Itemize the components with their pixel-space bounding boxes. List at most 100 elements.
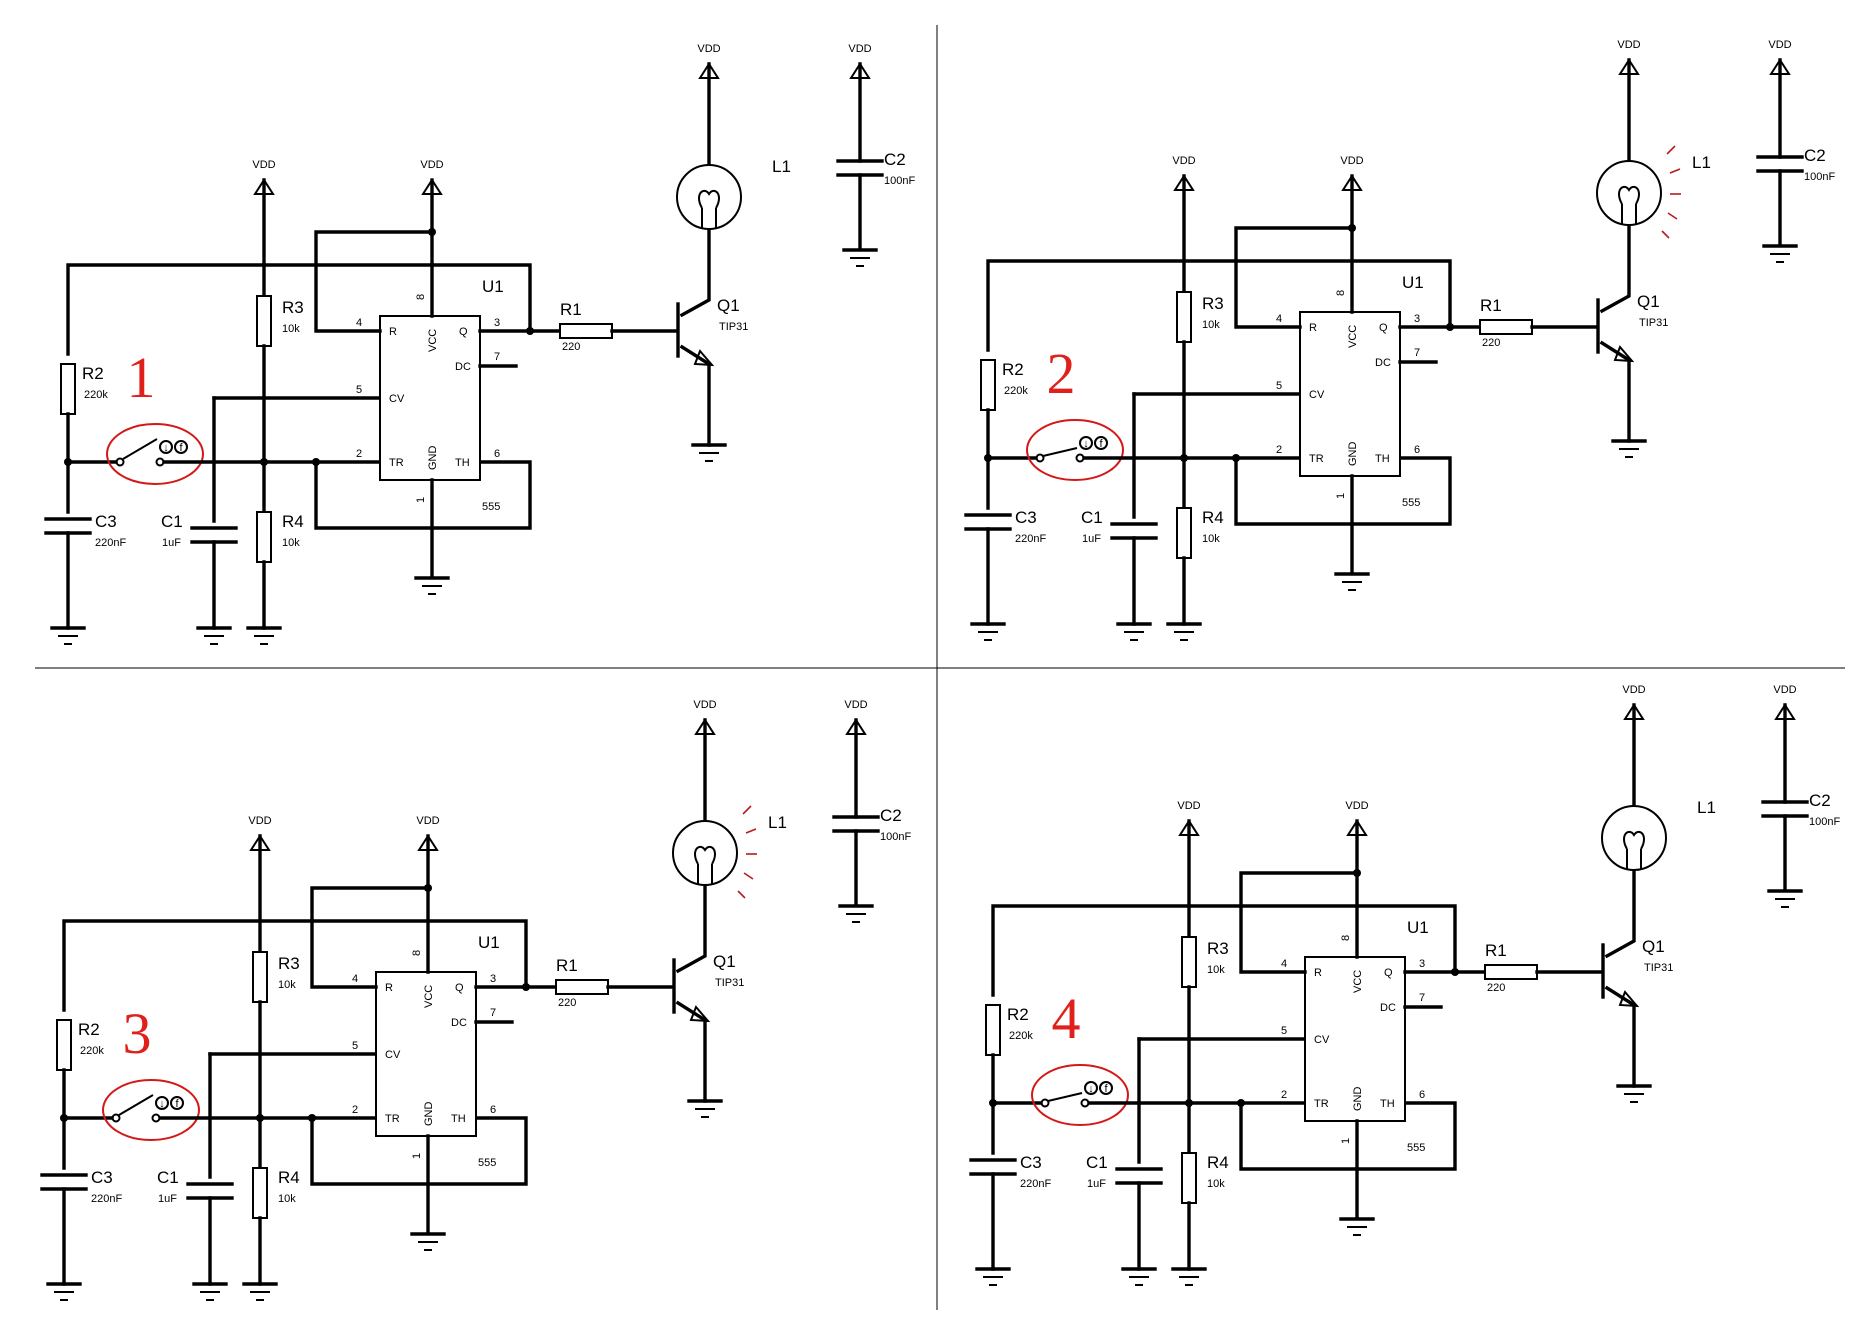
pin-1-number: 1: [411, 1153, 423, 1159]
threshold-loop-wire: [1234, 456, 1452, 526]
resistor-r2: [980, 359, 996, 411]
pin-gnd-label: GND: [1347, 442, 1359, 467]
lamp-l1: [672, 820, 738, 886]
vdd-label: VDD: [248, 815, 271, 827]
switch-badge-f-glyph: f: [179, 442, 183, 454]
ground-c2: [1767, 889, 1803, 908]
panel-number: 1: [127, 345, 156, 410]
pin-4-number: 4: [1281, 958, 1287, 970]
ground-transistor: [1616, 1084, 1652, 1103]
vdd-lamp: VDD: [693, 699, 717, 823]
vdd-r3: VDD: [1172, 155, 1196, 294]
switch-lever-closed: [1042, 447, 1078, 457]
pin-7-number: 7: [494, 351, 500, 363]
pin-tr-label: TR: [385, 1113, 400, 1125]
r4-value: 10k: [278, 1193, 296, 1205]
lamp-filament: [1623, 830, 1645, 850]
q1-label: Q1: [717, 296, 740, 315]
c3-value: 220nF: [95, 537, 126, 549]
q1-label: Q1: [713, 952, 736, 971]
q1-value: TIP31: [715, 977, 744, 989]
emitter-arrow: [1613, 345, 1635, 363]
r4-label: R4: [1207, 1153, 1229, 1172]
lamp-glow-ray-2: [745, 828, 757, 834]
vdd-c2: VDD: [848, 43, 872, 163]
pin-7-number: 7: [490, 1007, 496, 1019]
threshold-loop-wire: [310, 1116, 528, 1186]
junction-dot: [256, 1114, 264, 1122]
pin-vcc-label: VCC: [427, 329, 439, 352]
resistor-r3: [1176, 291, 1192, 343]
c3-value: 220nF: [1015, 533, 1046, 545]
ground-c2: [1762, 244, 1798, 263]
r3-label: R3: [278, 954, 300, 973]
u1-value: 555: [1407, 1142, 1425, 1154]
c1-value: 1uF: [1082, 533, 1101, 545]
r2-value: 220k: [1009, 1030, 1033, 1042]
pin-2-number: 2: [1276, 444, 1282, 456]
r2-label: R2: [78, 1020, 100, 1039]
capacitor-c2: [1761, 800, 1809, 818]
pin-8-number: 8: [1340, 935, 1352, 941]
ground-555: [410, 1232, 446, 1251]
switch-contact-left: [1040, 1098, 1050, 1108]
c3-label: C3: [1015, 508, 1037, 527]
resistor-r2: [56, 1019, 72, 1071]
r4-value: 10k: [1207, 1178, 1225, 1190]
vdd-label: VDD: [1617, 39, 1640, 51]
switch-badge-down: [159, 440, 173, 454]
switch-badge-f: [170, 1096, 184, 1110]
vdd-555: VDD: [420, 159, 444, 234]
pin-th-label: TH: [1375, 453, 1390, 465]
pin-th-label: TH: [1380, 1098, 1395, 1110]
ground-c3: [970, 622, 1006, 641]
capacitor-c2: [1756, 155, 1804, 173]
reset-wire: [1239, 871, 1359, 974]
pin-1-number: 1: [415, 497, 427, 503]
u1-value: 555: [482, 501, 500, 513]
switch-badge-down-glyph: ↓: [163, 442, 169, 454]
switch-contact-left: [115, 457, 125, 467]
q1-value: TIP31: [719, 321, 748, 333]
capacitor-c3: [969, 1158, 1017, 1176]
c3-label: C3: [91, 1168, 113, 1187]
pin-1-number: 1: [1340, 1138, 1352, 1144]
capacitor-c2: [836, 159, 884, 177]
switch-contact-left: [111, 1113, 121, 1123]
ground-c1: [1116, 622, 1152, 641]
r1-label: R1: [1480, 296, 1502, 315]
vdd-label: VDD: [693, 699, 716, 711]
lamp-filament: [1618, 185, 1640, 205]
top-feedback-wire: [986, 259, 1452, 352]
switch-badge-f-glyph: f: [1099, 438, 1103, 450]
c3-label: C3: [1020, 1153, 1042, 1172]
u1-label: U1: [482, 277, 504, 296]
pin-5-number: 5: [356, 384, 362, 396]
top-feedback-wire: [991, 904, 1457, 997]
switch-highlight-ring: [1031, 1064, 1129, 1126]
lamp-filament: [698, 189, 720, 209]
ground-555: [1334, 572, 1370, 591]
pin-th-label: TH: [451, 1113, 466, 1125]
r3-label: R3: [282, 298, 304, 317]
vdd-label: VDD: [1622, 684, 1645, 696]
pin-cv-label: CV: [389, 393, 405, 405]
vdd-r3: VDD: [248, 815, 272, 954]
r1-value: 220: [562, 341, 580, 353]
ground-c2: [838, 904, 874, 923]
pin-6-number: 6: [1419, 1089, 1425, 1101]
pin-7-number: 7: [1419, 992, 1425, 1004]
pin-gnd-label: GND: [423, 1102, 435, 1127]
lamp-l1: [1601, 805, 1667, 871]
vdd-label: VDD: [252, 159, 275, 171]
emitter-arrow: [1618, 990, 1640, 1008]
pin-r-label: R: [389, 326, 397, 338]
r3-value: 10k: [1207, 964, 1225, 976]
pin-gnd-label: GND: [1352, 1087, 1364, 1112]
panel-2: 2R2220kC3220nF↓fC11uFVDDR310kR410kU1555V…: [964, 39, 1835, 641]
switch-badge-f-glyph: f: [175, 1098, 179, 1110]
vdd-label: VDD: [1177, 800, 1200, 812]
pin-8-number: 8: [411, 950, 423, 956]
pin-3-number: 3: [490, 973, 496, 985]
r1-label: R1: [1485, 941, 1507, 960]
